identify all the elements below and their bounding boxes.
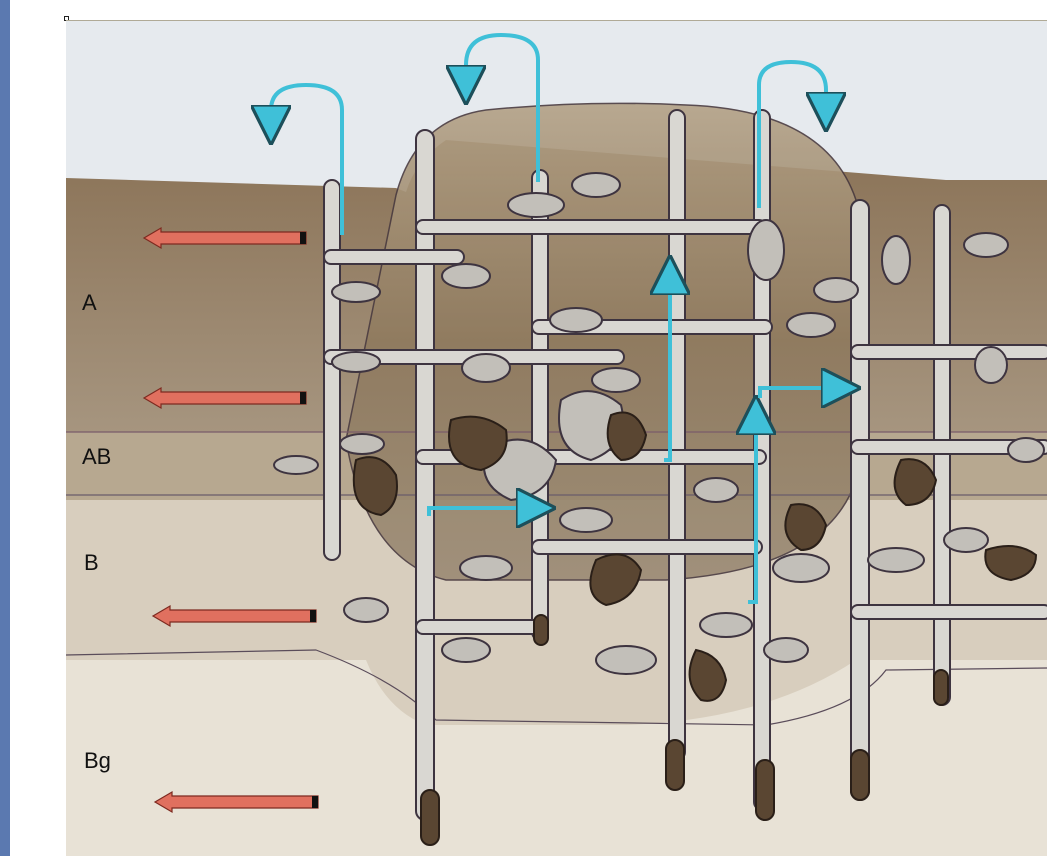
horizon-label-ab: AB <box>82 444 111 470</box>
soil-profile-illustration <box>66 20 1047 856</box>
sidebar-strip <box>0 0 10 856</box>
horizon-label-bg: Bg <box>84 748 111 774</box>
horizon-label-b: B <box>84 550 99 576</box>
horizon-label-a: A <box>82 290 97 316</box>
soil-diagram: A AB B Bg <box>66 20 1047 856</box>
